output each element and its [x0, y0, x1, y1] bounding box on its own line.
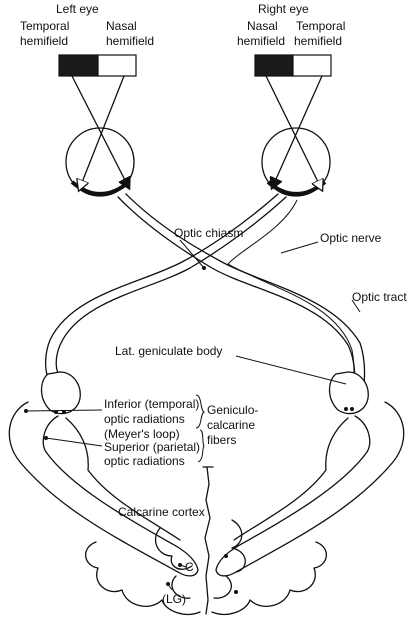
lg-label: (LG) — [162, 592, 186, 606]
pathway-dots — [24, 266, 354, 594]
right-eye-rays — [265, 75, 322, 190]
lat-geniculate-label: Lat. geniculate body — [115, 344, 222, 358]
optic-tract-label: Optic tract — [352, 290, 407, 304]
right-eye-title: Right eye — [258, 2, 309, 16]
left-nasal-label-2: hemifield — [106, 34, 154, 48]
geniculo-label-1: Geniculo- — [207, 403, 258, 417]
left-temporal-label: Temporal — [20, 19, 69, 33]
right-hemifield-bar — [254, 54, 332, 77]
inferior-label-1: Inferior (temporal) — [104, 397, 199, 411]
left-radiation — [8, 401, 199, 577]
optic-pathway — [44, 193, 366, 411]
right-radiation — [215, 401, 405, 577]
inferior-label-3: (Meyer's loop) — [104, 427, 180, 441]
left-eye-rays — [71, 75, 129, 190]
left-cortex — [85, 527, 201, 615]
right-lgn — [328, 371, 369, 415]
inferior-label-2: optic radiations — [104, 412, 185, 426]
optic-nerve-label: Optic nerve — [320, 231, 382, 245]
left-hemifield-bar — [58, 54, 137, 77]
optic-chiasm-label: Optic chiasm — [174, 226, 243, 240]
right-temporal-label: Temporal — [296, 19, 345, 33]
right-temporal-label-2: hemifield — [294, 34, 342, 48]
left-temporal-label-2: hemifield — [20, 34, 68, 48]
left-eye-title: Left eye — [56, 2, 99, 16]
right-cortex — [211, 519, 327, 615]
calcarine-cortex-label: Calcarine cortex — [118, 505, 205, 519]
right-nasal-label: Nasal — [247, 19, 278, 33]
right-nasal-label-2: hemifield — [237, 34, 285, 48]
c-label: C — [185, 560, 194, 574]
superior-label-1: Superior (parietal) — [104, 440, 200, 454]
midline-fissure — [202, 466, 214, 615]
geniculo-label-2: calcarine — [207, 418, 255, 432]
leader-lines — [25, 239, 361, 591]
superior-label-2: optic radiations — [104, 454, 185, 468]
geniculo-brace — [195, 394, 206, 463]
left-nasal-label: Nasal — [106, 19, 137, 33]
left-lgn — [40, 371, 81, 415]
geniculo-label-3: fibers — [207, 433, 236, 447]
